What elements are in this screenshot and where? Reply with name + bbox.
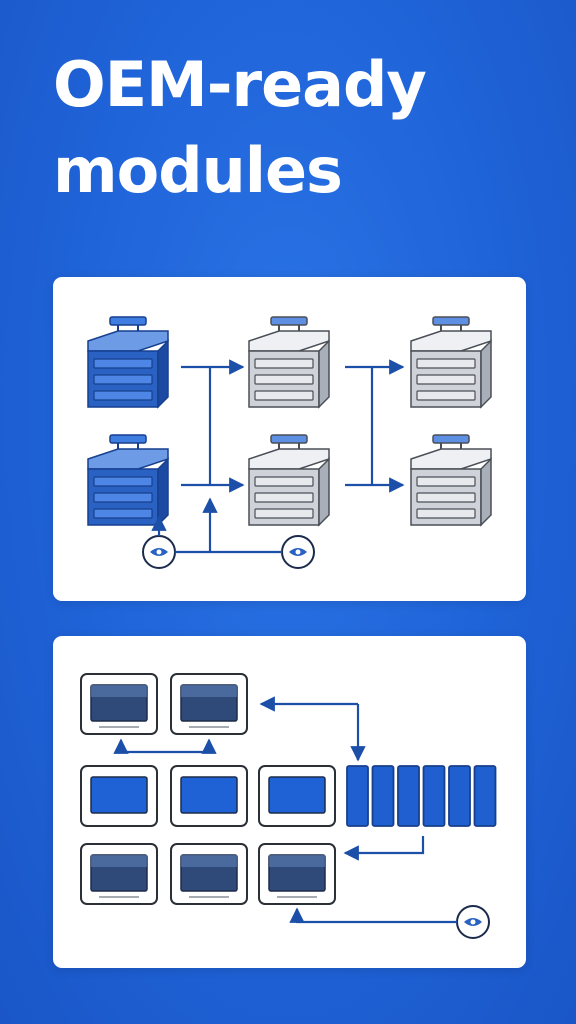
- eye-node-icon: [456, 905, 490, 939]
- display-module-icon: [258, 765, 336, 827]
- display-module-icon: [170, 843, 248, 905]
- server-modules-panel: [53, 277, 526, 601]
- display-modules-diagram: [80, 673, 497, 939]
- eye-node-icon: [281, 535, 315, 569]
- slot-module-icon: [448, 765, 471, 827]
- slot-module-icon: [473, 765, 497, 827]
- display-module-icon: [170, 765, 248, 827]
- eye-node-icon: [142, 535, 176, 569]
- display-modules-panel: [53, 636, 526, 968]
- gray-server-module-icon: [248, 316, 330, 409]
- gray-server-module-icon: [410, 316, 492, 409]
- gray-server-module-icon: [248, 434, 330, 527]
- connector-arrow: [289, 907, 457, 924]
- server-modules-diagram: [87, 316, 492, 569]
- blue-server-module-icon: [87, 434, 169, 527]
- display-module-icon: [80, 843, 158, 905]
- gray-server-module-icon: [410, 434, 492, 527]
- display-module-icon: [258, 843, 336, 905]
- slot-module-icon: [371, 765, 395, 827]
- display-module-icon: [80, 673, 158, 735]
- slot-module-icon: [397, 765, 420, 827]
- blue-server-module-icon: [87, 316, 169, 409]
- slot-module-icon: [422, 765, 446, 827]
- display-module-icon: [80, 765, 158, 827]
- headline-line-1: OEM-ready: [53, 48, 427, 121]
- display-module-icon: [170, 673, 248, 735]
- headline-line-2: modules: [53, 134, 343, 207]
- page-headline: OEM-ready modules: [53, 42, 427, 214]
- slot-module-icon: [346, 765, 369, 827]
- connector-arrow: [343, 836, 425, 861]
